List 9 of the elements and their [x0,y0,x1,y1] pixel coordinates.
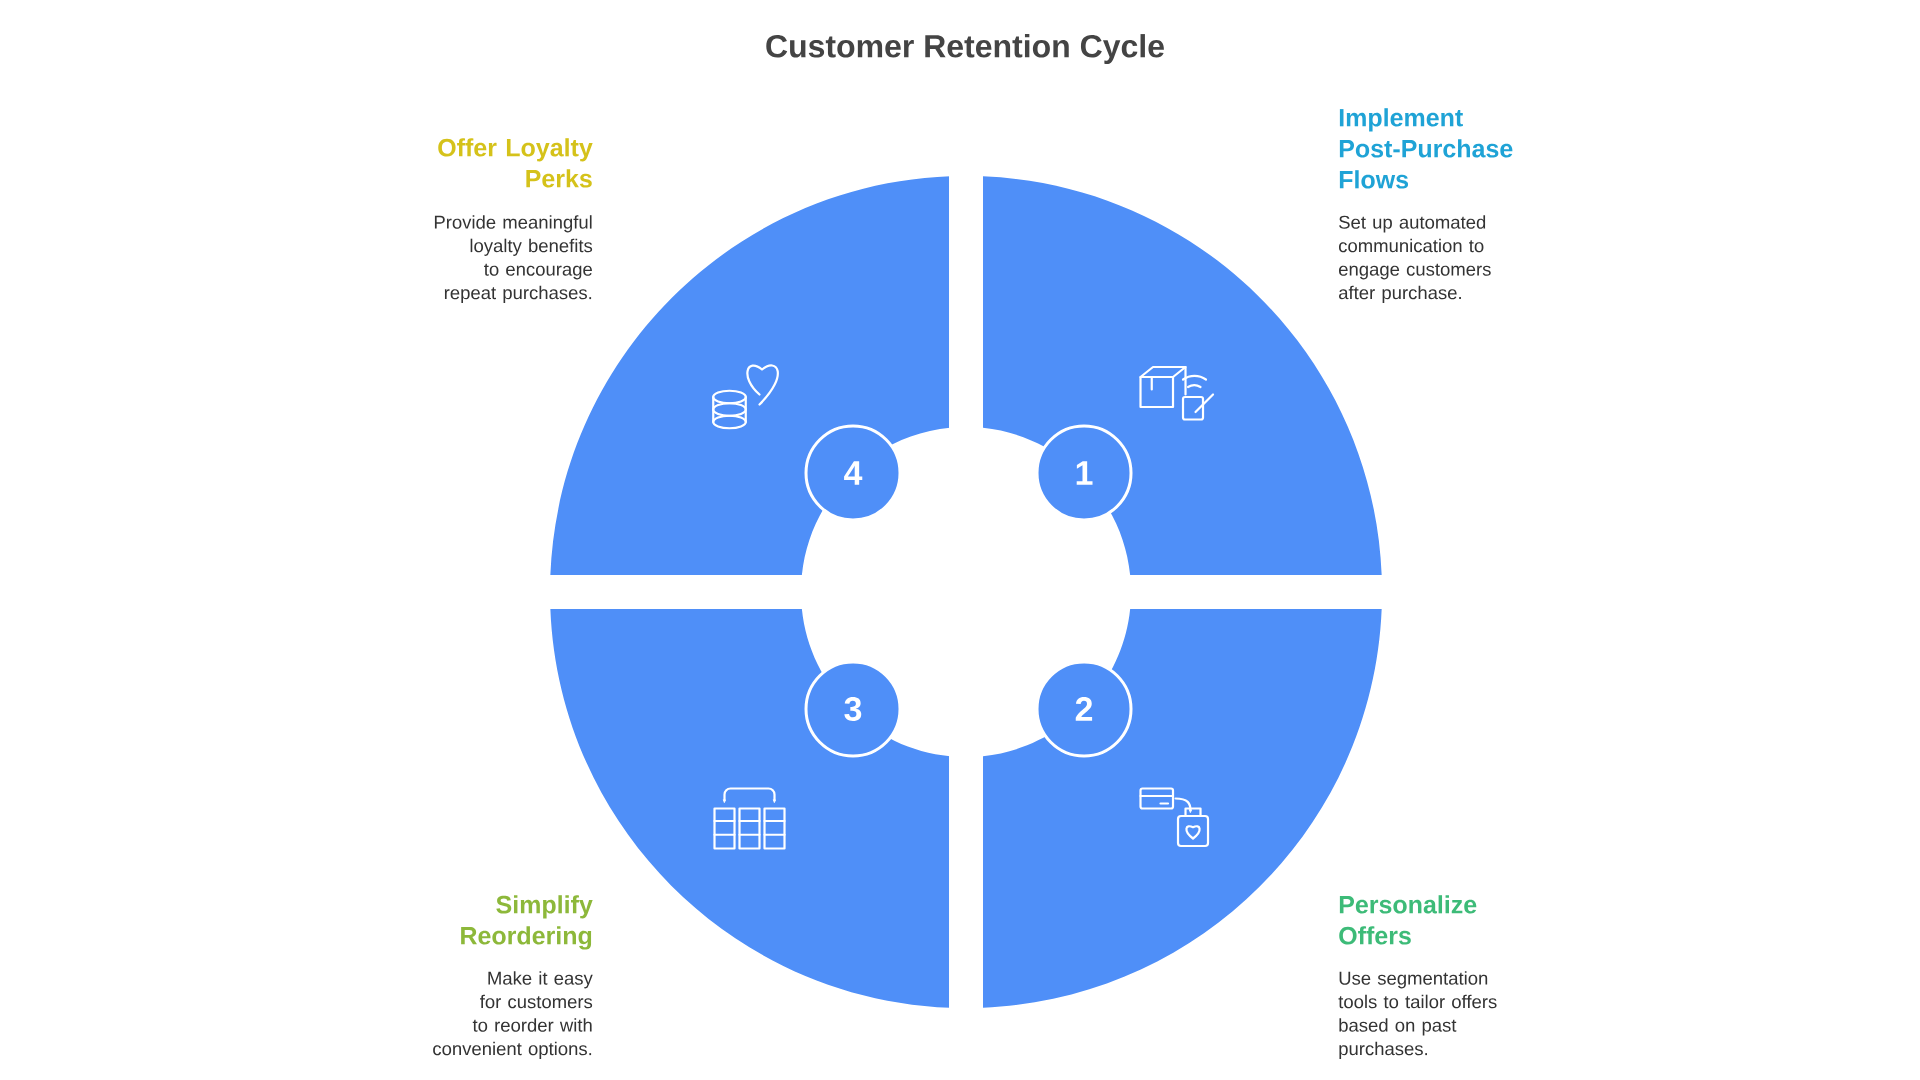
step-heading: Personalize Offers [1339,895,1477,945]
step-description: Make it easy for customers to reorder with convenient options. [433,971,593,1059]
title: Customer Retention Cycle [766,34,1164,64]
step-heading: Implement Post-Purchase Flows [1339,108,1513,189]
step-heading: Offer Loyalty Perks [438,138,593,188]
step-heading: Simplify Reordering [461,895,593,950]
step-description: Set up automated communication to engage customers after purchase. [1339,215,1491,303]
step-description: Provide meaningful loyalty benefits to encourage repeat purchases. [434,215,593,303]
step-description: Use segmentation tools to tailor offers based on past purchases. [1338,971,1497,1059]
